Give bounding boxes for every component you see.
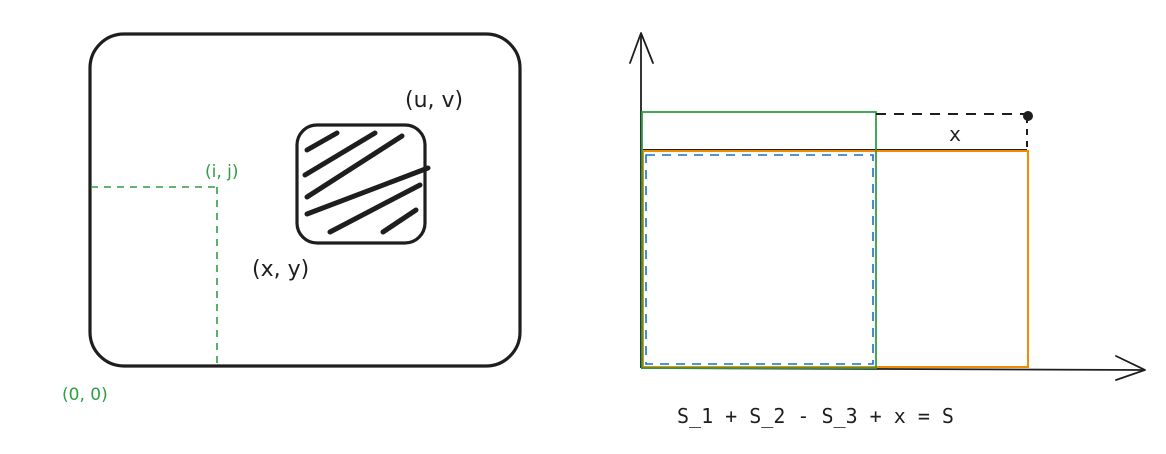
label-ij: (i, j) xyxy=(205,162,239,182)
hatch-lines xyxy=(302,130,431,235)
x-axis-arrowhead xyxy=(1115,355,1146,381)
rect-blue-dashed xyxy=(645,154,874,365)
hatch-line xyxy=(380,207,419,235)
hatch-line xyxy=(327,182,423,235)
corner-point xyxy=(1023,111,1033,121)
y-axis-arrowhead xyxy=(629,32,654,64)
outer-frame xyxy=(88,32,522,368)
label-uv: (u, v) xyxy=(405,88,463,113)
hatch-line xyxy=(304,165,431,217)
hatch-line xyxy=(304,133,405,200)
label-origin: (0, 0) xyxy=(62,385,108,405)
rect-orange xyxy=(642,150,1029,368)
label-xy: (x, y) xyxy=(252,257,309,282)
left-diagram: (u, v) (i, j) (x, y) (0, 0) xyxy=(62,32,522,405)
formula: S_1 + S_2 - S_3 + x = S xyxy=(677,404,954,428)
rect-green xyxy=(641,111,877,369)
hatch-line xyxy=(302,130,378,178)
hatch-line xyxy=(304,130,340,153)
hatched-region xyxy=(295,123,427,245)
right-diagram: x S_1 + S_2 - S_3 + x = S xyxy=(629,32,1146,428)
label-x: x xyxy=(949,122,961,146)
